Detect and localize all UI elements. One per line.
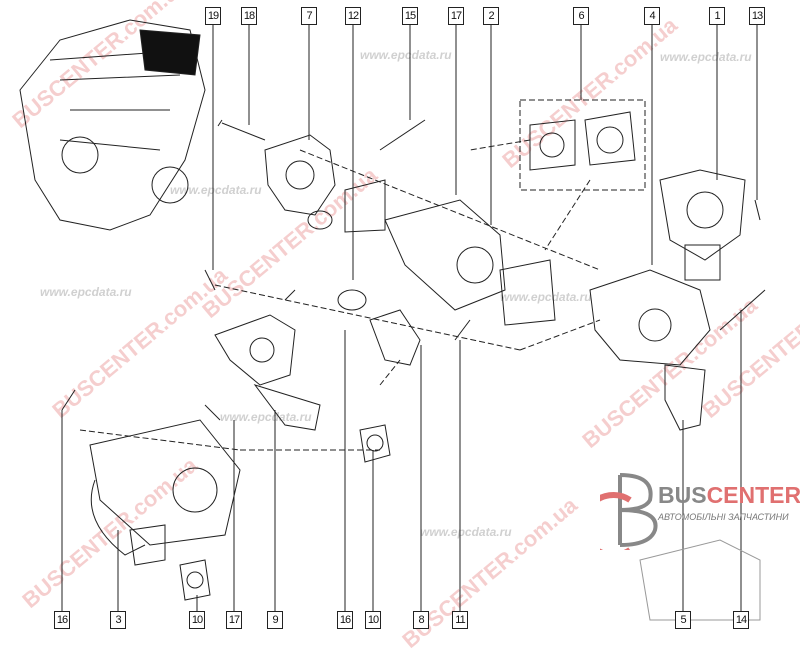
callout-11[interactable]: 11 bbox=[452, 611, 468, 629]
watermark: www.epcdata.ru bbox=[660, 50, 752, 64]
callout-16-b[interactable]: 16 bbox=[337, 611, 353, 629]
callout-17[interactable]: 17 bbox=[448, 7, 464, 25]
watermark: www.epcdata.ru bbox=[500, 290, 592, 304]
callout-1[interactable]: 1 bbox=[709, 7, 725, 25]
callout-16[interactable]: 16 bbox=[54, 611, 70, 629]
callout-5[interactable]: 5 bbox=[675, 611, 691, 629]
callout-2[interactable]: 2 bbox=[483, 7, 499, 25]
callout-17-bottom[interactable]: 17 bbox=[226, 611, 242, 629]
engine-illustration bbox=[19, 19, 206, 231]
part-1-egr-valve bbox=[659, 169, 746, 281]
bolt-11 bbox=[454, 319, 471, 341]
dashed-connections bbox=[79, 99, 646, 451]
buscenter-logo: BUSCENTER АВТОМОБІЛЬНІ ЗАПЧАСТИНИ bbox=[600, 470, 800, 550]
part-8-hose bbox=[369, 309, 421, 366]
logo-brand-part1: BUS bbox=[658, 482, 707, 508]
callout-10[interactable]: 10 bbox=[189, 611, 205, 629]
part-6-gaskets bbox=[499, 111, 636, 326]
part-12-clamp bbox=[337, 289, 367, 311]
part-3-cooler bbox=[89, 419, 241, 566]
watermark: www.epcdata.ru bbox=[170, 183, 262, 197]
callout-6[interactable]: 6 bbox=[573, 7, 589, 25]
callout-9[interactable]: 9 bbox=[267, 611, 283, 629]
callout-12[interactable]: 12 bbox=[345, 7, 361, 25]
callout-14[interactable]: 14 bbox=[733, 611, 749, 629]
part-10-gasket-bottom bbox=[179, 559, 211, 601]
bolt-18 bbox=[217, 119, 266, 141]
bolt-16 bbox=[61, 389, 76, 411]
bolt-19 bbox=[204, 269, 216, 291]
watermark: www.epcdata.ru bbox=[360, 48, 452, 62]
part-7-housing bbox=[264, 134, 336, 230]
part-9-pipe bbox=[214, 314, 321, 431]
leader-lines bbox=[61, 25, 758, 612]
callout-13[interactable]: 13 bbox=[749, 7, 765, 25]
bolt-17 bbox=[204, 404, 221, 421]
bolt-13 bbox=[754, 199, 761, 221]
watermark: www.epcdata.ru bbox=[220, 410, 312, 424]
watermark: www.epcdata.ru bbox=[420, 525, 512, 539]
van-sketch bbox=[639, 539, 761, 621]
bolt-15 bbox=[379, 119, 426, 151]
logo-tagline: АВТОМОБІЛЬНІ ЗАПЧАСТИНИ bbox=[658, 512, 789, 522]
callout-3[interactable]: 3 bbox=[110, 611, 126, 629]
callout-18[interactable]: 18 bbox=[241, 7, 257, 25]
bolt-14 bbox=[719, 289, 766, 331]
part-2-cooler-section bbox=[344, 179, 506, 311]
callout-8[interactable]: 8 bbox=[413, 611, 429, 629]
part-4-egr-body bbox=[589, 269, 711, 431]
callout-10-b[interactable]: 10 bbox=[365, 611, 381, 629]
logo-brand-part2: CENTER bbox=[706, 482, 800, 508]
watermark: www.epcdata.ru bbox=[40, 285, 132, 299]
callout-19[interactable]: 19 bbox=[205, 7, 221, 25]
bolt-16b bbox=[284, 289, 296, 301]
callout-7[interactable]: 7 bbox=[301, 7, 317, 25]
callout-4[interactable]: 4 bbox=[644, 7, 660, 25]
part-10-gasket bbox=[359, 424, 391, 463]
callout-15[interactable]: 15 bbox=[402, 7, 418, 25]
